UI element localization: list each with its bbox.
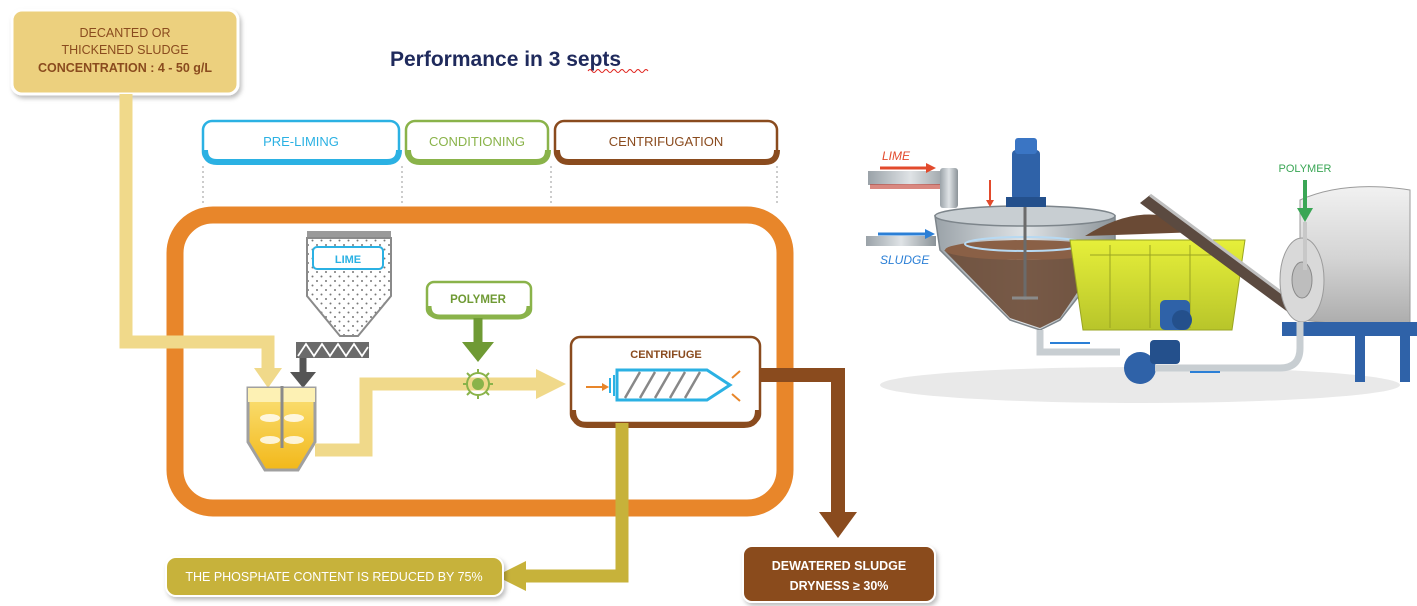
lime-label: LIME [335,254,361,266]
phosphate-output-text: THE PHOSPHATE CONTENT IS REDUCED BY 75% [185,570,482,584]
dewatered-output-line-1: DEWATERED SLUDGE [772,559,907,573]
illustration-lime-label: LIME [882,149,911,163]
sludge-feed-arrowhead [254,368,282,388]
dewatered-output-box [742,545,936,603]
polymer-label: POLYMER [450,294,507,306]
centrifuge-label: CENTRIFUGE [630,349,702,361]
conditioned-sludge-line [315,377,538,457]
step-label-conditioning: CONDITIONING [429,134,525,149]
step-label-centrifugation: CENTRIFUGATION [609,134,724,149]
lime-drop-arrowhead [290,372,316,388]
phosphate-output-box [165,556,504,597]
plant-illustration [866,138,1417,403]
lime-hopper [306,231,392,337]
spellcheck-underline [587,69,649,73]
mixing-tank [246,386,317,472]
screw-conveyor [296,342,369,358]
step-tab-centrifugation [553,119,780,165]
dewatered-output-line-2: DRYNESS ≥ 30% [790,579,889,593]
step-label-pre-liming: PRE-LIMING [263,134,339,149]
page-title: Performance in 3 septs [390,48,621,71]
illustration-sludge-label: SLUDGE [880,253,930,267]
input-line-2: THICKENED SLUDGE [61,43,188,57]
process-frame [166,206,794,517]
centrate-arrowhead [496,561,526,591]
input-line-1: DECANTED OR [80,26,171,40]
centrifuge-icon [586,368,741,402]
step-tab-pre-liming [201,119,402,165]
step-tab-conditioning [404,119,551,165]
step-separators [202,166,778,205]
sludge-feed-line [119,94,275,372]
input-line-3: CONCENTRATION : 4 - 50 g/L [38,61,212,75]
illustration-polymer-label: POLYMER [1279,163,1332,175]
dewatered-line [760,368,845,516]
conditioned-sludge-arrowhead [536,369,566,399]
dewatered-arrowhead [819,512,857,538]
polymer-arrowhead [462,342,494,362]
polymer-box [425,280,533,320]
centrate-line [522,423,629,583]
mixing-point-icon [463,369,493,399]
